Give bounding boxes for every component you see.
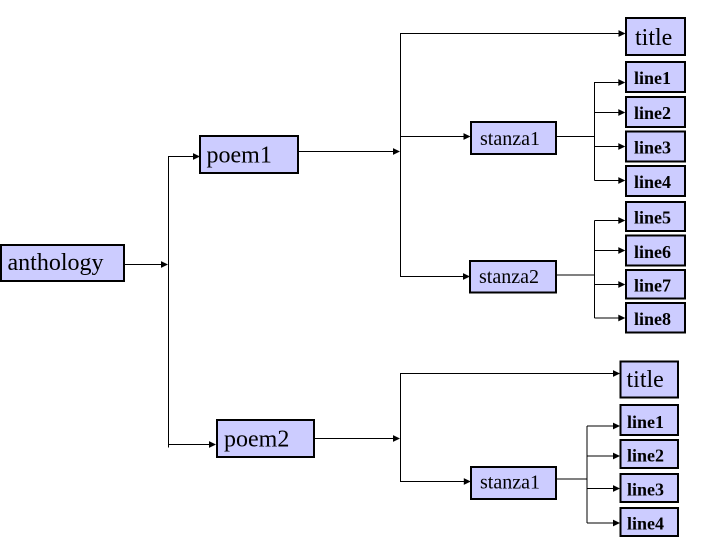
- svg-text:line4: line4: [634, 172, 671, 192]
- svg-text:line2: line2: [634, 103, 671, 123]
- svg-text:line1: line1: [627, 412, 664, 432]
- svg-text:title: title: [627, 367, 664, 393]
- svg-text:line7: line7: [634, 276, 671, 296]
- svg-text:poem2: poem2: [224, 427, 289, 453]
- svg-text:line4: line4: [627, 514, 664, 534]
- svg-text:line6: line6: [634, 242, 671, 262]
- svg-text:line8: line8: [634, 309, 671, 329]
- svg-text:stanza2: stanza2: [479, 266, 539, 288]
- svg-text:stanza1: stanza1: [480, 128, 540, 150]
- svg-text:title: title: [635, 25, 672, 51]
- svg-text:line3: line3: [627, 480, 664, 500]
- svg-text:line3: line3: [634, 138, 671, 158]
- svg-text:line5: line5: [634, 208, 671, 228]
- svg-text:stanza1: stanza1: [480, 472, 540, 494]
- svg-text:anthology: anthology: [8, 250, 104, 276]
- svg-text:poem1: poem1: [207, 143, 272, 169]
- svg-text:line1: line1: [634, 68, 671, 88]
- svg-text:line2: line2: [627, 446, 664, 466]
